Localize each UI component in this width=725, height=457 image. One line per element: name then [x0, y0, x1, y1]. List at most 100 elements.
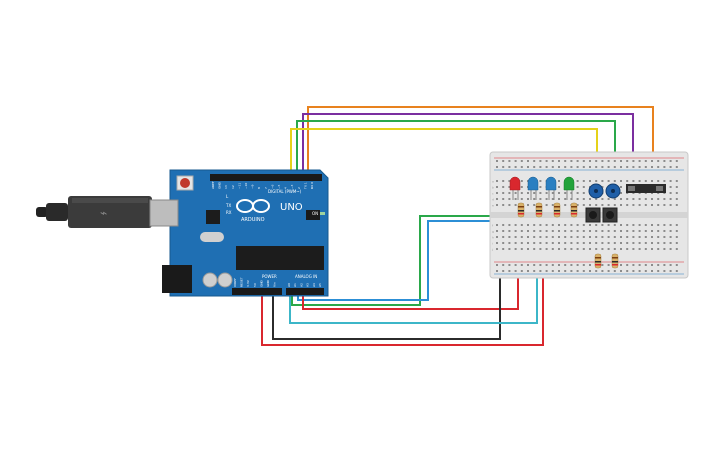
breadboard-hole[interactable] — [570, 224, 573, 226]
breadboard-hole[interactable] — [582, 230, 585, 232]
breadboard-hole[interactable] — [558, 230, 560, 232]
breadboard-hole[interactable] — [620, 160, 622, 162]
breadboard-hole[interactable] — [545, 230, 548, 232]
breadboard-hole[interactable] — [663, 166, 666, 168]
breadboard-hole[interactable] — [545, 192, 548, 194]
breadboard-hole[interactable] — [657, 166, 660, 168]
breadboard-hole[interactable] — [514, 204, 517, 206]
breadboard-hole[interactable] — [669, 264, 672, 266]
breadboard-hole[interactable] — [595, 180, 598, 182]
breadboard-hole[interactable] — [644, 264, 647, 266]
breadboard-hole[interactable] — [651, 242, 653, 244]
breadboard-hole[interactable] — [564, 204, 567, 206]
breadboard-hole[interactable] — [558, 236, 560, 238]
breadboard-hole[interactable] — [613, 242, 616, 244]
breadboard-hole[interactable] — [651, 198, 653, 200]
breadboard-hole[interactable] — [632, 166, 635, 168]
breadboard-hole[interactable] — [657, 242, 660, 244]
breadboard-hole[interactable] — [601, 236, 604, 238]
breadboard-hole[interactable] — [613, 180, 616, 182]
breadboard-hole[interactable] — [545, 224, 548, 226]
breadboard-hole[interactable] — [675, 192, 678, 194]
breadboard-hole[interactable] — [582, 264, 585, 266]
breadboard-hole[interactable] — [570, 242, 573, 244]
breadboard-hole[interactable] — [533, 242, 536, 244]
breadboard-hole[interactable] — [520, 236, 523, 238]
breadboard-hole[interactable] — [520, 230, 523, 232]
breadboard-hole[interactable] — [508, 248, 511, 250]
breadboard-hole[interactable] — [651, 236, 653, 238]
breadboard-hole[interactable] — [663, 160, 666, 162]
breadboard-hole[interactable] — [508, 160, 511, 162]
breadboard-hole[interactable] — [533, 166, 536, 168]
resistor-1[interactable] — [517, 202, 525, 218]
breadboard-hole[interactable] — [620, 270, 622, 272]
breadboard-hole[interactable] — [551, 270, 554, 272]
breadboard-hole[interactable] — [533, 236, 536, 238]
wire-black-gnd[interactable] — [272, 270, 501, 340]
breadboard-hole[interactable] — [551, 236, 554, 238]
breadboard-hole[interactable] — [632, 204, 635, 206]
breadboard-hole[interactable] — [620, 192, 622, 194]
breadboard-hole[interactable] — [551, 160, 554, 162]
breadboard-hole[interactable] — [582, 204, 585, 206]
breadboard-hole[interactable] — [663, 248, 666, 250]
breadboard-hole[interactable] — [644, 236, 647, 238]
breadboard-hole[interactable] — [620, 204, 622, 206]
led-green[interactable] — [563, 176, 575, 200]
breadboard-hole[interactable] — [496, 160, 498, 162]
breadboard-hole[interactable] — [527, 242, 529, 244]
breadboard-hole[interactable] — [669, 270, 672, 272]
breadboard-hole[interactable] — [601, 204, 604, 206]
breadboard-hole[interactable] — [508, 230, 511, 232]
breadboard-hole[interactable] — [582, 186, 585, 188]
breadboard-hole[interactable] — [576, 180, 579, 182]
breadboard-hole[interactable] — [533, 198, 536, 200]
breadboard-hole[interactable] — [601, 224, 604, 226]
breadboard-hole[interactable] — [551, 248, 554, 250]
breadboard-hole[interactable] — [508, 198, 511, 200]
breadboard-hole[interactable] — [669, 242, 672, 244]
breadboard-hole[interactable] — [551, 166, 554, 168]
breadboard-hole[interactable] — [651, 264, 653, 266]
breadboard-hole[interactable] — [514, 248, 517, 250]
breadboard-hole[interactable] — [638, 230, 641, 232]
breadboard-hole[interactable] — [551, 230, 554, 232]
breadboard-hole[interactable] — [502, 264, 505, 266]
breadboard-hole[interactable] — [496, 192, 498, 194]
breadboard-hole[interactable] — [613, 160, 616, 162]
breadboard-hole[interactable] — [632, 160, 635, 162]
breadboard-hole[interactable] — [539, 186, 542, 188]
breadboard-hole[interactable] — [496, 186, 498, 188]
breadboard-hole[interactable] — [576, 192, 579, 194]
breadboard-hole[interactable] — [545, 236, 548, 238]
breadboard-hole[interactable] — [570, 236, 573, 238]
breadboard-hole[interactable] — [663, 230, 666, 232]
breadboard-hole[interactable] — [558, 186, 560, 188]
breadboard-hole[interactable] — [675, 180, 678, 182]
breadboard-hole[interactable] — [527, 160, 529, 162]
breadboard-hole[interactable] — [632, 248, 635, 250]
breadboard-hole[interactable] — [533, 270, 536, 272]
breadboard-hole[interactable] — [644, 160, 647, 162]
breadboard-hole[interactable] — [651, 270, 653, 272]
breadboard-hole[interactable] — [632, 242, 635, 244]
breadboard-hole[interactable] — [527, 230, 529, 232]
breadboard-hole[interactable] — [582, 198, 585, 200]
breadboard-hole[interactable] — [502, 192, 505, 194]
breadboard-hole[interactable] — [638, 270, 641, 272]
slide-switch-2[interactable] — [646, 184, 666, 193]
breadboard-hole[interactable] — [496, 224, 498, 226]
breadboard-hole[interactable] — [675, 166, 678, 168]
breadboard-hole[interactable] — [545, 198, 548, 200]
breadboard-hole[interactable] — [570, 160, 573, 162]
breadboard-hole[interactable] — [570, 248, 573, 250]
wire-orange[interactable] — [307, 106, 654, 188]
slide-switch-1[interactable] — [626, 184, 646, 193]
breadboard-hole[interactable] — [514, 242, 517, 244]
breadboard-hole[interactable] — [651, 248, 653, 250]
breadboard-hole[interactable] — [514, 264, 517, 266]
reset-button-cap[interactable] — [180, 178, 190, 188]
breadboard-hole[interactable] — [570, 192, 573, 194]
breadboard-hole[interactable] — [638, 160, 641, 162]
